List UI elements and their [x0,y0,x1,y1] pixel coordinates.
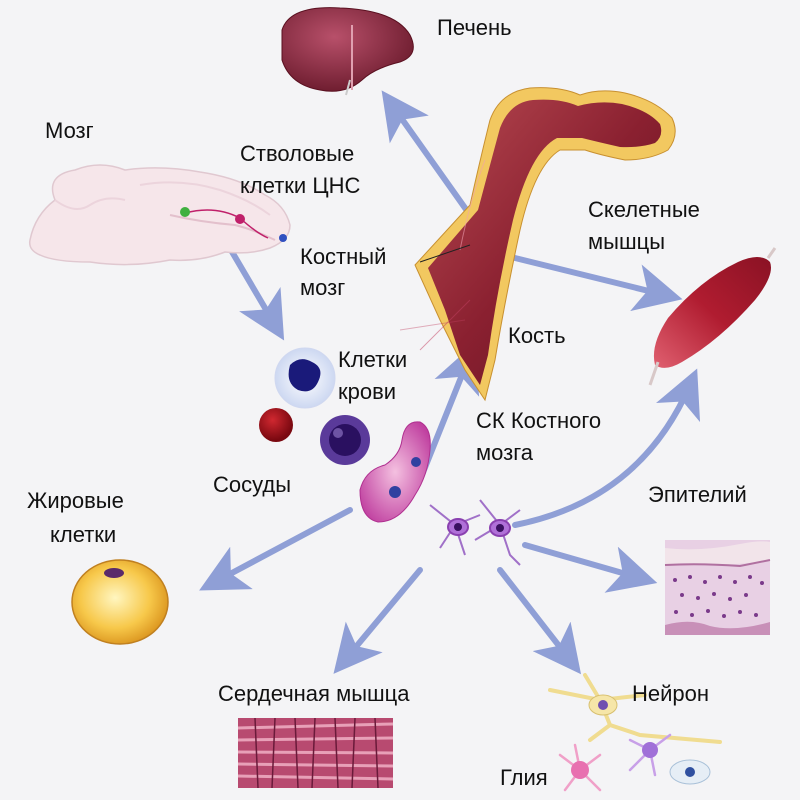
label-liver: Печень [437,15,512,40]
skeletal-muscle-illustration [648,247,777,386]
arrow-to-neuron [497,567,582,675]
arrow-brain-to-blood [225,242,285,341]
neuron-illustration [548,673,722,744]
label-epithelium: Эпителий [648,482,747,507]
brain-illustration [28,164,291,266]
marrow-stem-cells-illustration [429,499,521,566]
label-blood-cells-1: Клетки [338,347,408,372]
label-neuron: Нейрон [632,681,710,706]
epithelium-illustration [664,540,771,635]
arrow-to-skeletal-muscle [512,255,683,312]
label-brain: Мозг [45,118,94,143]
label-skeletal-muscle-2: мышцы [588,229,665,254]
label-bone: Кость [508,323,566,348]
cardiac-muscle-illustration [237,717,394,789]
arrow-to-cardiac-muscle [333,567,423,674]
vessel-illustration [359,421,431,523]
label-fat-cells-2: клетки [50,522,117,547]
fat-cell-illustration [71,559,169,645]
label-fat-cells-1: Жировые [27,488,124,513]
glia-illustration [558,733,711,792]
label-marrow-stem-cells-2: мозга [476,440,533,465]
liver-illustration [281,7,414,96]
label-marrow-stem-cells-1: СК Костного [476,408,602,433]
label-cns-stem-cells-1: Стволовые [240,141,355,166]
label-blood-cells-2: крови [338,379,397,404]
label-skeletal-muscle-1: Скелетные [588,197,700,222]
arrow-to-liver [381,90,473,218]
bone-illustration [399,87,676,402]
label-bone-marrow-2: мозг [300,275,346,300]
label-vessels: Сосуды [213,472,292,497]
label-cardiac-muscle: Сердечная мышца [218,681,410,706]
arrow-to-epithelium [522,542,658,593]
label-cns-stem-cells-2: клетки ЦНС [240,173,361,198]
label-bone-marrow-1: Костный [300,244,387,269]
arrow-to-fat-cells [199,507,353,591]
blood-cells-illustration [259,347,370,465]
arrow-to-muscle-from-stem [512,368,701,528]
label-glia: Глия [500,765,548,790]
